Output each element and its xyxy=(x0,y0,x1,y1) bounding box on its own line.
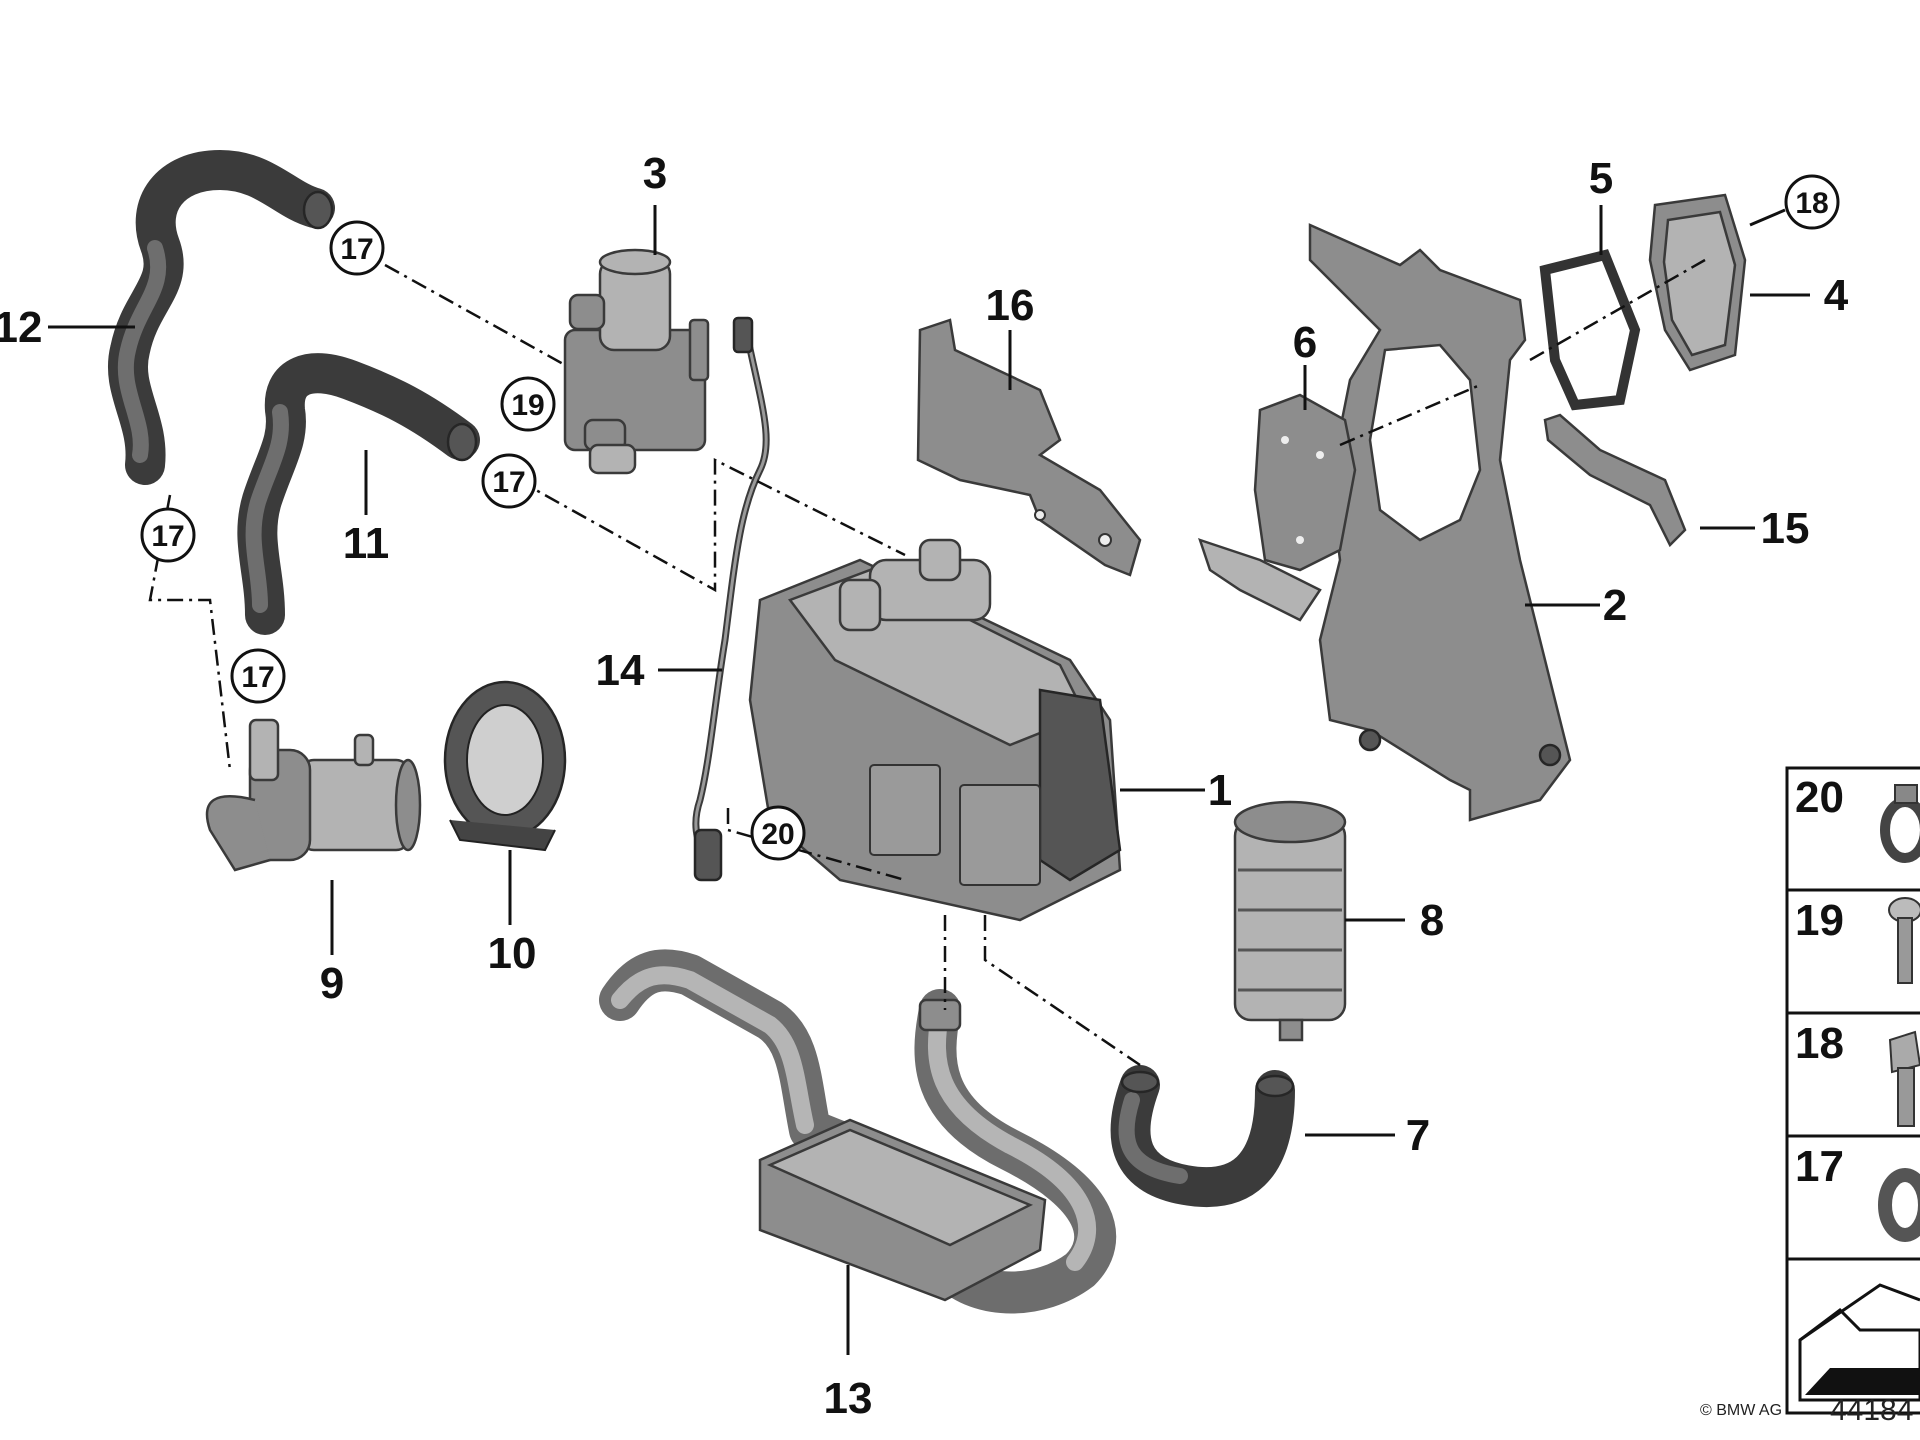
hose-7 xyxy=(1110,1065,1295,1208)
svg-text:18: 18 xyxy=(1795,187,1828,220)
assembly-lines xyxy=(148,258,1706,1067)
legend-label-20: 20 xyxy=(1795,773,1844,822)
leader-lines xyxy=(48,205,1810,1355)
filter-8 xyxy=(1233,800,1347,1042)
svg-text:17: 17 xyxy=(340,233,373,266)
cable-14 xyxy=(692,316,770,882)
svg-text:20: 20 xyxy=(761,818,794,851)
part-label-8: 8 xyxy=(1420,896,1444,945)
legend-label-18: 18 xyxy=(1795,1019,1844,1068)
bracket-16 xyxy=(916,318,1142,577)
hose-11 xyxy=(237,353,480,635)
part-label-15: 15 xyxy=(1761,504,1810,553)
svg-text:17: 17 xyxy=(241,661,274,694)
diagram-number: 44184 xyxy=(1830,1394,1913,1427)
callout-17-a: 17 xyxy=(329,220,385,276)
screw-19-icon xyxy=(1888,897,1920,984)
holder-10 xyxy=(443,680,567,852)
legend-label-19: 19 xyxy=(1795,896,1844,945)
part-label-1: 1 xyxy=(1208,766,1232,815)
callout-18: 18 xyxy=(1784,174,1840,230)
bracket-2 xyxy=(1198,223,1572,822)
clamp-17-icon xyxy=(1878,1168,1920,1242)
copyright-text: © BMW AG xyxy=(1700,1402,1782,1419)
callout-20: 20 xyxy=(750,805,806,861)
svg-text:17: 17 xyxy=(492,466,525,499)
callout-17-d: 17 xyxy=(230,648,286,704)
hose-12 xyxy=(107,150,335,485)
heater-1 xyxy=(748,538,1122,922)
valve-3 xyxy=(563,248,710,475)
pump-9 xyxy=(205,718,422,872)
bolt-18-icon xyxy=(1888,1030,1920,1127)
plate-6 xyxy=(1253,393,1357,572)
part-label-9: 9 xyxy=(320,959,344,1008)
callout-17-c: 17 xyxy=(140,507,196,563)
part-label-11: 11 xyxy=(343,519,390,568)
part-label-13: 13 xyxy=(824,1374,873,1423)
legend-label-17: 17 xyxy=(1795,1142,1844,1191)
part-label-14: 14 xyxy=(596,646,645,695)
callout-17-b: 17 xyxy=(481,453,537,509)
part-label-3: 3 xyxy=(643,149,667,198)
part-label-12: 12 xyxy=(0,303,42,352)
strap-15 xyxy=(1543,413,1687,548)
direction-arrow-icon xyxy=(1798,1283,1920,1402)
part-label-4: 4 xyxy=(1824,271,1849,320)
svg-text:19: 19 xyxy=(511,389,544,422)
part-label-10: 10 xyxy=(488,929,537,978)
svg-text:17: 17 xyxy=(151,520,184,553)
clamp-20-icon xyxy=(1880,784,1920,863)
cover-4 xyxy=(1648,193,1747,372)
exhaust-13 xyxy=(599,949,1117,1314)
callout-19: 19 xyxy=(500,376,556,432)
part-label-2: 2 xyxy=(1603,581,1627,630)
part-label-5: 5 xyxy=(1589,154,1613,203)
part-label-16: 16 xyxy=(986,281,1035,330)
part-label-7: 7 xyxy=(1406,1111,1430,1160)
part-label-6: 6 xyxy=(1293,318,1317,367)
gasket-5 xyxy=(1539,249,1641,411)
fastener-legend-table: 20 19 18 17 xyxy=(1785,766,1920,1415)
